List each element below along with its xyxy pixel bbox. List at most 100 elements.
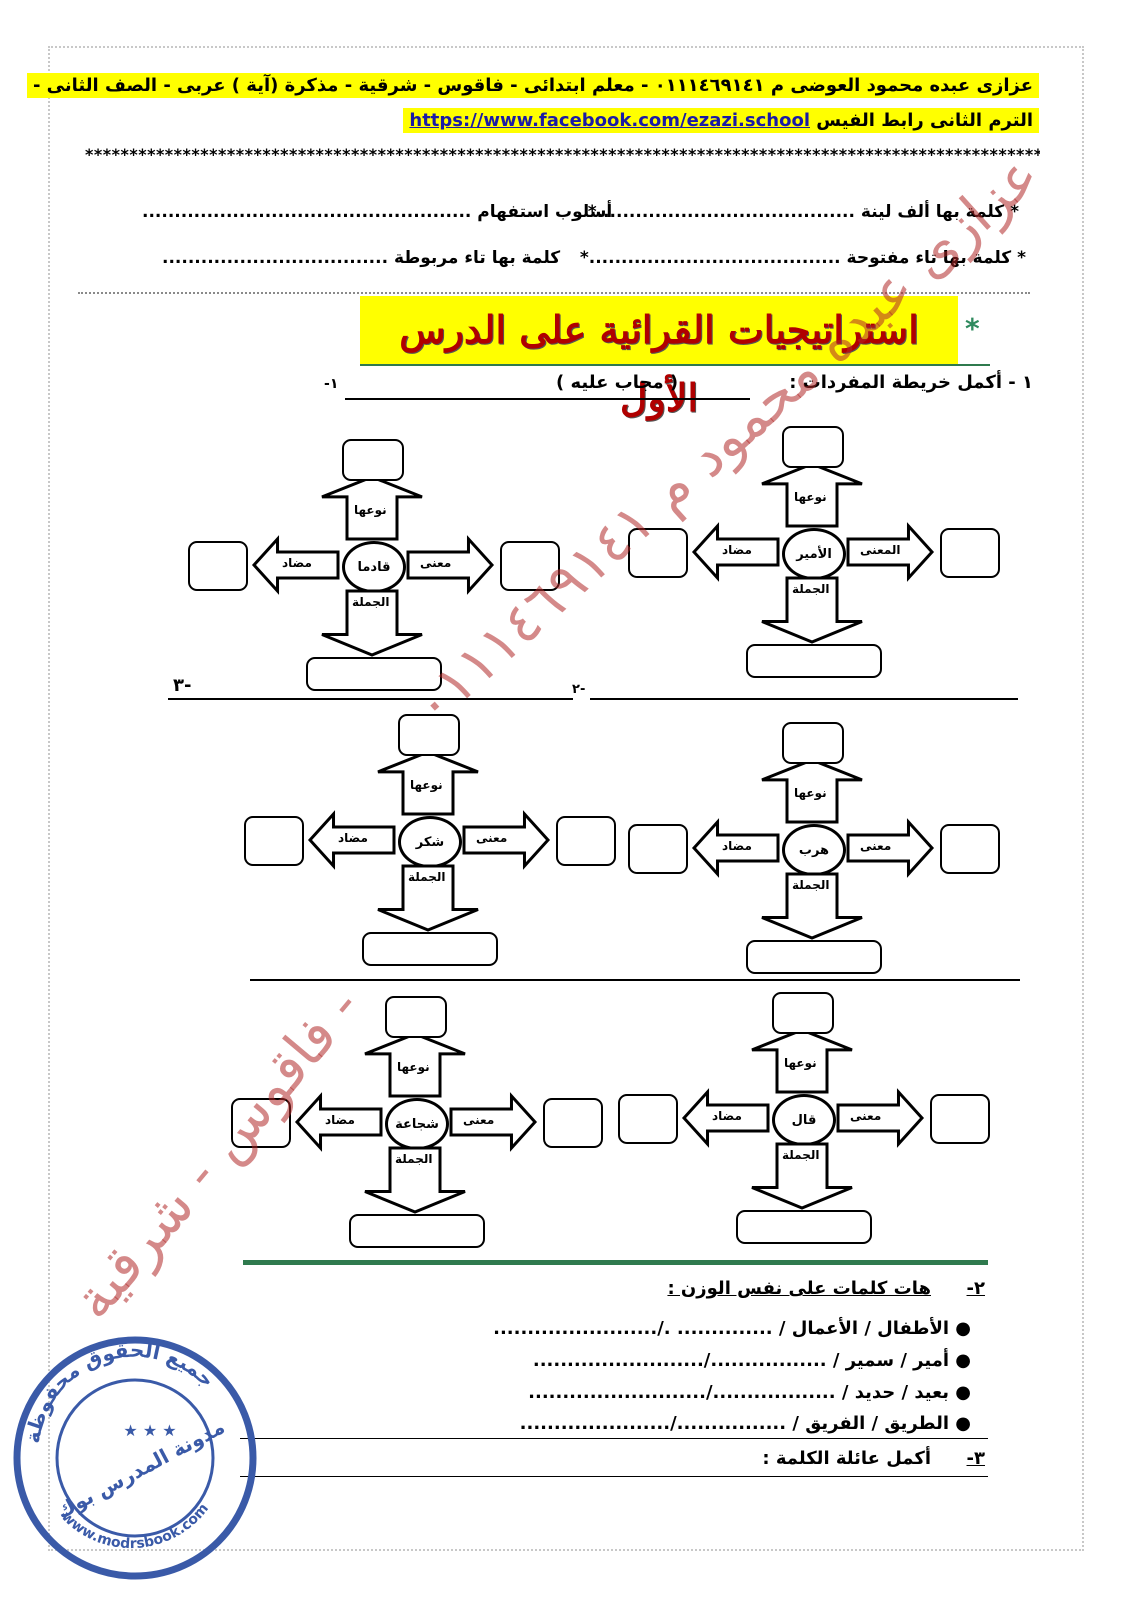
label-opposite: مضاد (282, 556, 312, 570)
center-word-circle: الأمير (782, 528, 846, 580)
section1-underline (345, 398, 750, 400)
answer-box-left (618, 1094, 678, 1144)
answer-box-top (782, 722, 844, 764)
arrow-down-icon (761, 872, 863, 940)
answer-box-left (231, 1098, 291, 1148)
diagram-number-1: ١- (324, 376, 339, 392)
question-alef-layyina: * كلمة بها ألف لينة ....................… (587, 202, 1019, 222)
answer-box-right (543, 1098, 603, 1148)
label-meaning: معنى (860, 839, 892, 853)
page-border (48, 46, 1084, 1551)
answer-box-bottom (362, 932, 498, 966)
row1-divider-left (168, 698, 573, 700)
arrow-right-icon (449, 1092, 538, 1152)
label-sentence: الجملة (352, 595, 390, 609)
label-type: نوعها (354, 503, 387, 517)
answer-box-bottom (736, 1210, 872, 1244)
header-line-2: الترم الثانى رابط الفيس https://www.face… (403, 108, 1039, 133)
label-opposite: مضاد (712, 1109, 742, 1123)
section1-label: ١ - أكمل خريطة المفردات : (789, 372, 1033, 393)
label-type: نوعها (784, 1056, 817, 1070)
dotted-divider (78, 292, 1030, 304)
diagram-number-2: -٢ (572, 682, 586, 697)
answer-box-top (342, 439, 404, 481)
header-line-2-text: الترم الثانى رابط الفيس (816, 110, 1033, 131)
stars-divider: ****************************************… (85, 145, 1040, 164)
label-sentence: الجملة (782, 1148, 820, 1162)
answer-box-top (385, 996, 447, 1038)
answer-box-top (398, 714, 460, 756)
label-sentence: الجملة (395, 1152, 433, 1166)
answer-box-bottom (349, 1214, 485, 1248)
center-word-circle: شكر (398, 816, 462, 868)
center-word-circle: قادما (342, 541, 406, 593)
row2-divider (250, 979, 1020, 981)
arrow-up-icon (761, 758, 863, 824)
arrow-left-icon (251, 535, 340, 595)
answer-box-right (500, 541, 560, 591)
section3-top-line (240, 1438, 988, 1439)
facebook-link[interactable]: https://www.facebook.com/ezazi.school (409, 110, 810, 131)
label-type: نوعها (794, 490, 827, 504)
list-item: ● بعيد / حديد / ................../.....… (528, 1382, 971, 1403)
arrow-up-icon (377, 750, 479, 816)
arrow-left-icon (691, 522, 780, 582)
arrow-right-icon (406, 535, 495, 595)
lesson-title: استراتيجيات القرائية على الدرس الأول (360, 296, 958, 420)
question-taa-maftouha: * كلمة بها تاء مفتوحة ..................… (579, 248, 1026, 268)
label-meaning: معنى (463, 1113, 495, 1127)
list-item: ● الأطفال / الأعمال / .............. ./.… (493, 1318, 971, 1339)
section3-label: أكمل عائلة الكلمة : (762, 1448, 931, 1469)
answer-box-bottom (746, 940, 882, 974)
title-star: * (965, 312, 980, 345)
answer-box-left (628, 528, 688, 578)
label-meaning: المعنى (860, 543, 901, 557)
label-type: نوعها (397, 1060, 430, 1074)
arrow-right-icon (462, 810, 551, 870)
answer-box-left (628, 824, 688, 874)
answer-box-right (940, 528, 1000, 578)
arrow-down-icon (377, 864, 479, 932)
diagram-number-3: -٣ (173, 675, 192, 696)
center-word-circle: شجاعة (385, 1098, 449, 1150)
arrow-up-icon (321, 475, 423, 541)
answer-box-top (772, 992, 834, 1034)
arrow-left-icon (294, 1092, 383, 1152)
arrow-up-icon (751, 1028, 853, 1094)
answer-box-left (244, 816, 304, 866)
arrow-right-icon (846, 818, 935, 878)
label-meaning: معنى (850, 1109, 882, 1123)
label-sentence: الجملة (408, 870, 446, 884)
answer-box-right (940, 824, 1000, 874)
copyright-stamp: جميع الحقوق محفوظة ★ ★ ★ مدونة المدرس بو… (13, 1336, 257, 1580)
label-opposite: مضاد (722, 543, 752, 557)
center-word-circle: قال (772, 1094, 836, 1146)
arrow-left-icon (307, 810, 396, 870)
answer-box-right (556, 816, 616, 866)
arrow-right-icon (846, 522, 935, 582)
stamp-stars: ★ ★ ★ (123, 1421, 176, 1440)
answer-box-top (782, 426, 844, 468)
label-meaning: معنى (476, 831, 508, 845)
list-item: ● الطريق / الفريق / ................/...… (519, 1413, 971, 1434)
label-opposite: مضاد (325, 1113, 355, 1127)
header-line-1: عزازى عبده محمود العوضى م ٠١١١٤٦٩١٤١ - م… (26, 73, 1039, 98)
question-istifham: أسلوب استفهام ..........................… (142, 202, 613, 222)
arrow-down-icon (751, 1142, 853, 1210)
answer-box-right (930, 1094, 990, 1144)
label-meaning: معنى (420, 556, 452, 570)
label-sentence: الجملة (792, 878, 830, 892)
section3-bottom-line (240, 1476, 988, 1477)
label-type: نوعها (410, 778, 443, 792)
section2-label: هات كلمات على نفس الوزن : (667, 1278, 931, 1299)
arrow-up-icon (761, 462, 863, 528)
section3-number: ٣- (966, 1448, 985, 1469)
title-underline (360, 364, 990, 366)
center-word-circle: هرب (782, 824, 846, 876)
arrow-left-icon (691, 818, 780, 878)
question-taa-marbouta: كلمة بها تاء مربوطة ....................… (162, 248, 561, 268)
row1-divider-right (590, 698, 1018, 700)
section2-number: ٢- (966, 1278, 985, 1299)
arrow-left-icon (681, 1088, 770, 1148)
label-opposite: مضاد (722, 839, 752, 853)
